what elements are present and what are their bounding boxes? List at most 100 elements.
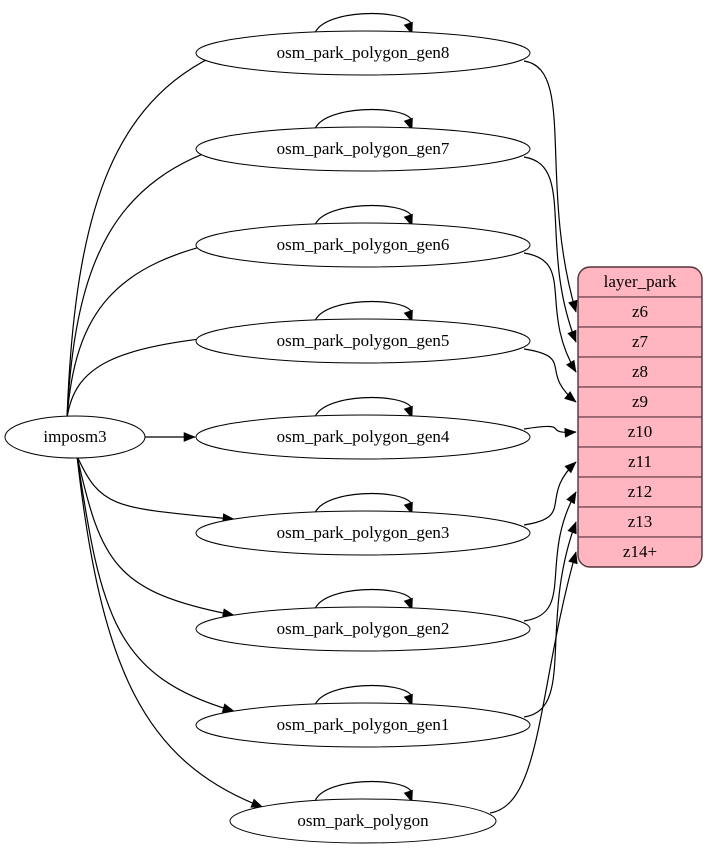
edge-gen2-to-z12-line (523, 491, 577, 622)
self-loop-gen1-arrowhead (403, 693, 413, 707)
edge-gen3-to-z11 (523, 461, 577, 526)
edge-imposm3-to-gen4 (145, 432, 196, 442)
node-gen8-label: osm_park_polygon_gen8 (277, 43, 450, 62)
edge-imposm3-to-base-line (76, 455, 263, 808)
self-loop-gen3-line (314, 492, 412, 514)
node-gen5-label: osm_park_polygon_gen5 (277, 331, 450, 350)
self-loop-gen7 (314, 108, 413, 131)
node-gen5[interactable]: osm_park_polygon_gen5 (195, 318, 531, 364)
self-loop-gen3 (314, 492, 413, 515)
table-row-label-z10: z10 (628, 422, 653, 441)
table-row-cell-z13[interactable] (578, 506, 702, 538)
table-row-label-z13: z13 (628, 512, 653, 531)
edge-imposm3-to-gen3 (76, 455, 235, 523)
self-loop-gen5-line (314, 300, 412, 322)
self-loop-gen6 (314, 204, 413, 227)
node-gen5-shape[interactable] (195, 318, 531, 364)
self-loop-gen2 (314, 588, 413, 611)
node-gen6-shape[interactable] (195, 222, 531, 268)
self-loop-gen1-line (314, 684, 412, 706)
edge-gen2-to-z12-arrowhead (566, 491, 577, 505)
edge-imposm3-to-gen4-arrowhead (183, 432, 196, 442)
self-loop-gen5 (314, 300, 413, 323)
node-gen1-shape[interactable] (195, 702, 531, 748)
table-row-label-z8: z8 (632, 362, 648, 381)
edge-gen7-to-z7-arrowhead (567, 329, 577, 343)
self-loop-gen7-line (314, 108, 412, 130)
table-row-label-z6: z6 (632, 302, 648, 321)
nodes-layer: imposm3 osm_park_polygon_gen8 osm_park_pol… (4, 30, 531, 844)
self-loop-gen1 (314, 684, 413, 707)
self-loop-base (314, 780, 413, 803)
node-base-shape[interactable] (229, 798, 497, 844)
node-gen8-shape[interactable] (195, 30, 531, 76)
self-loop-gen4-arrowhead (403, 405, 413, 419)
self-loop-gen4-line (314, 396, 412, 418)
table-row-label-z7: z7 (632, 332, 649, 351)
node-base-label: osm_park_polygon (297, 811, 429, 830)
self-loop-base-arrowhead (403, 789, 413, 803)
node-gen7[interactable]: osm_park_polygon_gen7 (195, 126, 531, 172)
edge-imposm3-to-gen2-line (76, 455, 235, 616)
table-row-label-z9: z9 (632, 392, 648, 411)
self-loop-gen6-line (314, 204, 412, 226)
edge-gen1-to-z13-arrowhead (567, 521, 577, 535)
edge-gen8-to-z6-line (523, 60, 577, 313)
node-gen8[interactable]: osm_park_polygon_gen8 (195, 30, 531, 76)
table-row-cell-z12[interactable] (578, 476, 702, 508)
edge-imposm3-to-gen5-line (66, 334, 235, 419)
edge-gen3-to-z11-arrowhead (564, 461, 577, 474)
node-gen3-shape[interactable] (195, 510, 531, 556)
edge-imposm3-to-gen7-line (66, 142, 235, 419)
node-gen7-shape[interactable] (195, 126, 531, 172)
edge-imposm3-to-base-arrowhead (250, 798, 264, 808)
edge-base-to-z14+-line (489, 551, 577, 814)
node-imposm3[interactable]: imposm3 (4, 415, 146, 459)
self-loop-gen6-arrowhead (403, 213, 413, 227)
table-row-cell-z7[interactable] (578, 326, 702, 358)
node-gen4-label: osm_park_polygon_gen4 (277, 427, 450, 446)
table-row-cell-z8[interactable] (578, 356, 702, 388)
edge-imposm3-to-gen6 (66, 236, 235, 419)
edge-imposm3-to-gen6-line (66, 238, 235, 419)
node-gen3[interactable]: osm_park_polygon_gen3 (195, 510, 531, 556)
table-row-label-z11: z11 (628, 452, 652, 471)
edge-imposm3-to-gen3-line (76, 455, 235, 520)
node-gen6-label: osm_park_polygon_gen6 (277, 235, 450, 254)
node-base[interactable]: osm_park_polygon (229, 798, 497, 844)
self-loop-gen8-line (314, 12, 412, 34)
edge-gen1-to-z13 (523, 521, 577, 718)
table-header-label: layer_park (604, 272, 677, 291)
table-row-label-z12: z12 (628, 482, 653, 501)
node-gen4[interactable]: osm_park_polygon_gen4 (195, 414, 531, 460)
edge-gen5-to-z9 (523, 348, 577, 403)
node-gen1-label: osm_park_polygon_gen1 (277, 715, 450, 734)
edge-imposm3-to-gen7 (66, 141, 235, 419)
node-gen2[interactable]: osm_park_polygon_gen2 (195, 606, 531, 652)
edge-base-to-z14+-arrowhead (568, 551, 578, 565)
edge-gen6-to-z8 (523, 252, 577, 373)
node-gen4-shape[interactable] (195, 414, 531, 460)
node-imposm3-label: imposm3 (43, 427, 106, 446)
node-gen2-shape[interactable] (195, 606, 531, 652)
edge-imposm3-to-gen1-line (76, 455, 235, 712)
table-row-cell-z10[interactable] (578, 416, 702, 448)
edge-gen1-to-z13-line (523, 521, 577, 718)
edge-imposm3-to-base (76, 455, 264, 808)
edge-gen5-to-z9-line (523, 348, 577, 403)
edge-gen6-to-z8-arrowhead (566, 359, 577, 373)
edge-base-to-z14+ (489, 551, 578, 814)
edge-gen8-to-z6-arrowhead (568, 299, 578, 313)
table-outer-border (577, 266, 703, 568)
self-loop-gen4 (314, 396, 413, 419)
self-loop-gen3-arrowhead (403, 501, 413, 515)
node-gen1[interactable]: osm_park_polygon_gen1 (195, 702, 531, 748)
table-row-cell-z14+[interactable] (578, 536, 702, 567)
edge-gen2-to-z12 (523, 491, 577, 622)
node-imposm3-shape[interactable] (4, 415, 146, 459)
node-gen6[interactable]: osm_park_polygon_gen6 (195, 222, 531, 268)
self-loop-gen5-arrowhead (403, 309, 413, 323)
edge-gen8-to-z6 (523, 60, 578, 313)
